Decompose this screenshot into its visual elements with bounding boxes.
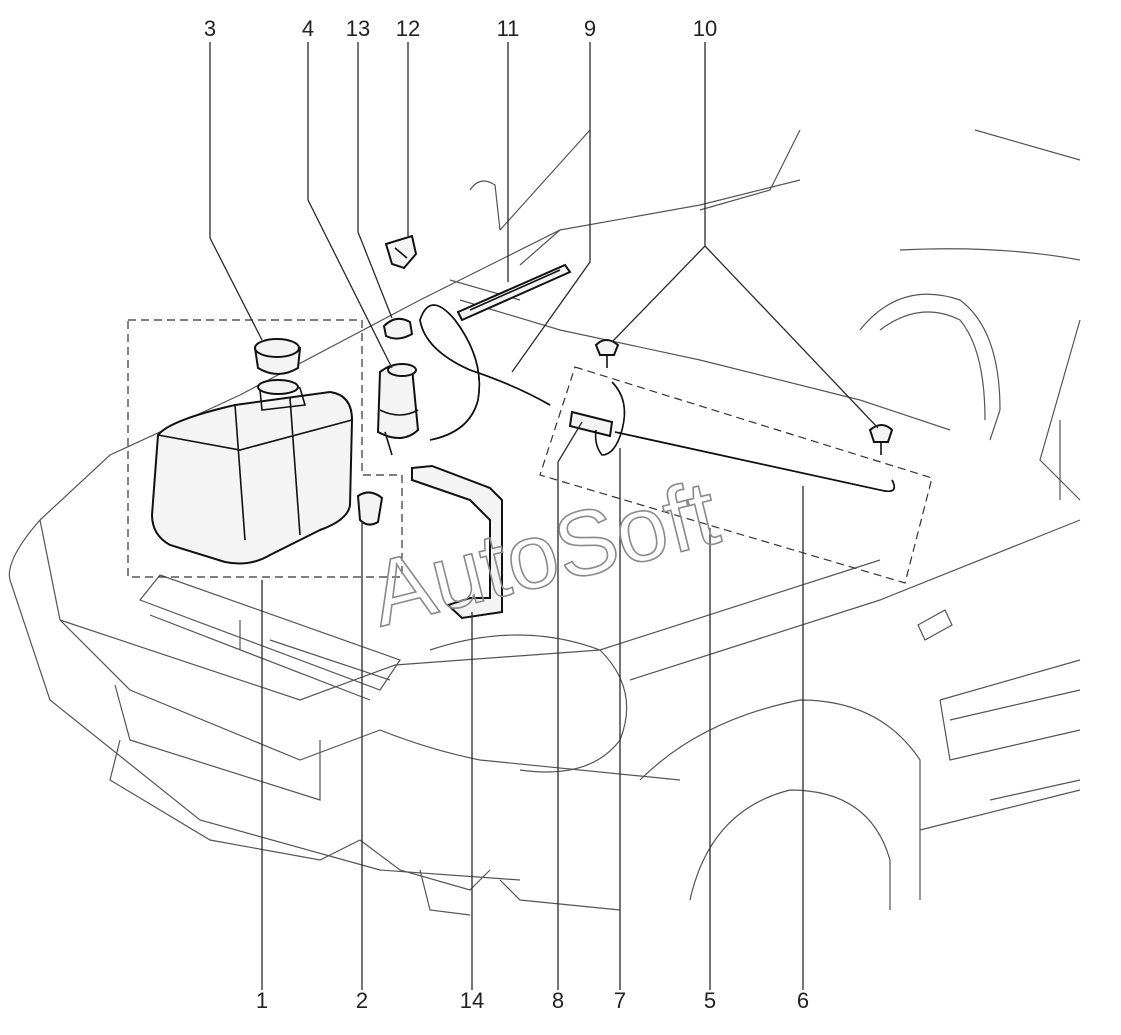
callout-4: 4 [302,16,314,41]
callout-8: 8 [552,988,564,1013]
watermark: AutoSoft [361,462,728,646]
callout-9: 9 [584,16,596,41]
callout-14: 14 [460,988,484,1013]
hose-group-box [539,366,933,584]
connector [568,410,614,438]
pump-grommet [356,491,384,526]
grommet [382,317,414,340]
washer-pipe-inner [614,431,896,493]
callout-5: 5 [704,988,716,1013]
callout-10: 10 [693,16,717,41]
callout-3: 3 [204,16,216,41]
reservoir-bracket [411,464,503,620]
washer-hose-inner [419,304,551,441]
callout-12: 12 [396,16,420,41]
top-callouts: 3 4 13 12 11 9 10 [204,16,717,41]
washer-reservoir [150,379,354,565]
reservoir-cap [253,338,302,375]
washer-jet-right [868,424,894,455]
washer-pump [376,363,420,456]
hose-strap [456,263,572,322]
reservoir-group-box [127,319,403,578]
leader-lines [209,42,879,990]
clip [384,234,418,270]
callout-2: 2 [356,988,368,1013]
callout-6: 6 [797,988,809,1013]
callout-7: 7 [614,988,626,1013]
callout-11: 11 [497,16,520,41]
hose-segment [594,381,626,456]
washer-jet-left [594,339,620,368]
washer-hose [419,304,551,441]
bottom-callouts: 1 2 14 8 7 5 6 [256,988,809,1013]
callout-13: 13 [346,16,370,41]
callout-1: 1 [256,988,268,1013]
